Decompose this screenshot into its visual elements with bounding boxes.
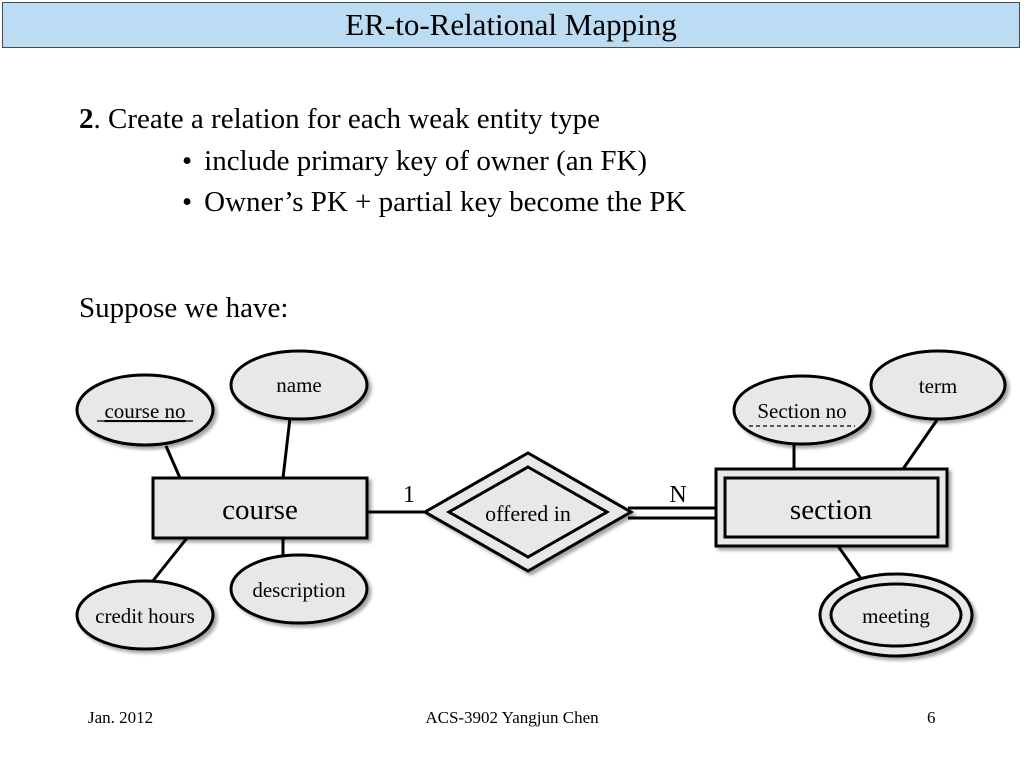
connector-course-no [164, 445, 182, 479]
relationship-offered-in: offered in [421, 451, 635, 573]
footer-date: Jan. 2012 [88, 708, 154, 727]
attribute-label: name [276, 373, 321, 397]
attribute-label: Section no [757, 399, 846, 423]
attribute-term: term [869, 349, 1007, 421]
attribute-label: course no [104, 399, 185, 423]
footer-author: ACS-3902 Yangjun Chen [425, 708, 599, 727]
rule-heading: 2. Create a relation for each weak entit… [79, 103, 600, 136]
attribute-label: meeting [862, 604, 930, 628]
connector-credit-hours [150, 537, 189, 583]
connector-name [281, 417, 292, 479]
bullet-item: • Owner’s PK + partial key become the PK [182, 186, 686, 219]
attribute-label: term [919, 374, 957, 398]
attribute-section-no: Section no [732, 374, 872, 446]
rule-text: . Create a relation for each weak entity… [93, 103, 600, 135]
attribute-course-no: course no [75, 373, 215, 447]
bullet-dot: • [182, 186, 193, 218]
entity-label: section [790, 494, 873, 526]
connector-meeting [836, 545, 864, 581]
attribute-credit-hours: credit hours [75, 579, 215, 651]
rule-number: 2 [79, 103, 94, 135]
entity-label: course [222, 494, 298, 526]
footer-page-number: 6 [927, 708, 936, 727]
slide-title: ER-to-Relational Mapping [2, 2, 1020, 48]
cardinality-one: 1 [403, 482, 415, 508]
bullet-item: • include primary key of owner (an FK) [182, 145, 647, 178]
attribute-description: description [229, 553, 369, 625]
attribute-name: name [229, 349, 369, 421]
bullet-text: Owner’s PK + partial key become the PK [204, 186, 687, 218]
bullet-dot: • [182, 145, 193, 177]
connector-term [901, 419, 939, 470]
connector-lines [150, 417, 939, 583]
attribute-label: credit hours [95, 604, 195, 628]
cardinality-n: N [669, 482, 686, 508]
suppose-text: Suppose we have: [79, 292, 289, 324]
weak-entity-section: section [714, 467, 949, 548]
multivalued-attribute-meeting: meeting [818, 572, 974, 658]
bullet-text: include primary key of owner (an FK) [204, 145, 648, 177]
attribute-label: description [252, 578, 346, 602]
relationship-label: offered in [485, 501, 571, 526]
entity-course: course [151, 476, 369, 540]
